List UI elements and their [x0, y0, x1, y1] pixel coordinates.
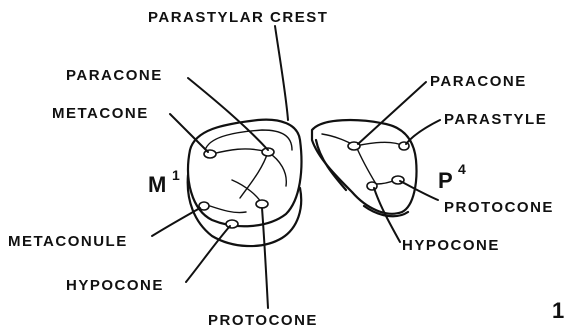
figure-number: 1 [552, 298, 564, 323]
p4-hypocone-label: HYPOCONE [402, 237, 500, 254]
m1-metaconule-label: METACONULE [8, 233, 128, 250]
p4-hypocone-cusp [367, 182, 377, 190]
parastylar-crest-label: PARASTYLAR CREST [148, 9, 328, 26]
m1-protocone-cusp [256, 200, 268, 208]
m1-hypocone-label: HYPOCONE [66, 277, 164, 294]
m1-crest-lines [210, 149, 286, 213]
m1-designation: M [148, 172, 166, 197]
m1-tooth-drawing [188, 120, 302, 246]
p4-protocone-label: PROTOCONE [444, 199, 554, 216]
m1-paracone-leader [188, 78, 268, 150]
m1-protocone-label: PROTOCONE [208, 312, 318, 329]
parastylar-crest-leader [275, 26, 288, 120]
p4-protocone-leader [400, 181, 438, 200]
p4-designation: P [438, 168, 453, 193]
m1-inner-rim [206, 130, 292, 150]
m1-metacone-label: METACONE [52, 105, 149, 122]
p4-parastyle-label: PARASTYLE [444, 111, 547, 128]
m1-designation-superscript: 1 [172, 167, 180, 183]
m1-hypocone-cusp [226, 220, 238, 228]
m1-metaconule-leader [152, 208, 200, 236]
p4-designation-superscript: 4 [458, 161, 466, 177]
p4-tooth-drawing [312, 120, 416, 216]
leader-lines [152, 26, 440, 308]
p4-paracone-label: PARACONE [430, 73, 527, 90]
m1-hypocone-leader [186, 226, 230, 282]
m1-paracone-label: PARACONE [66, 67, 163, 84]
